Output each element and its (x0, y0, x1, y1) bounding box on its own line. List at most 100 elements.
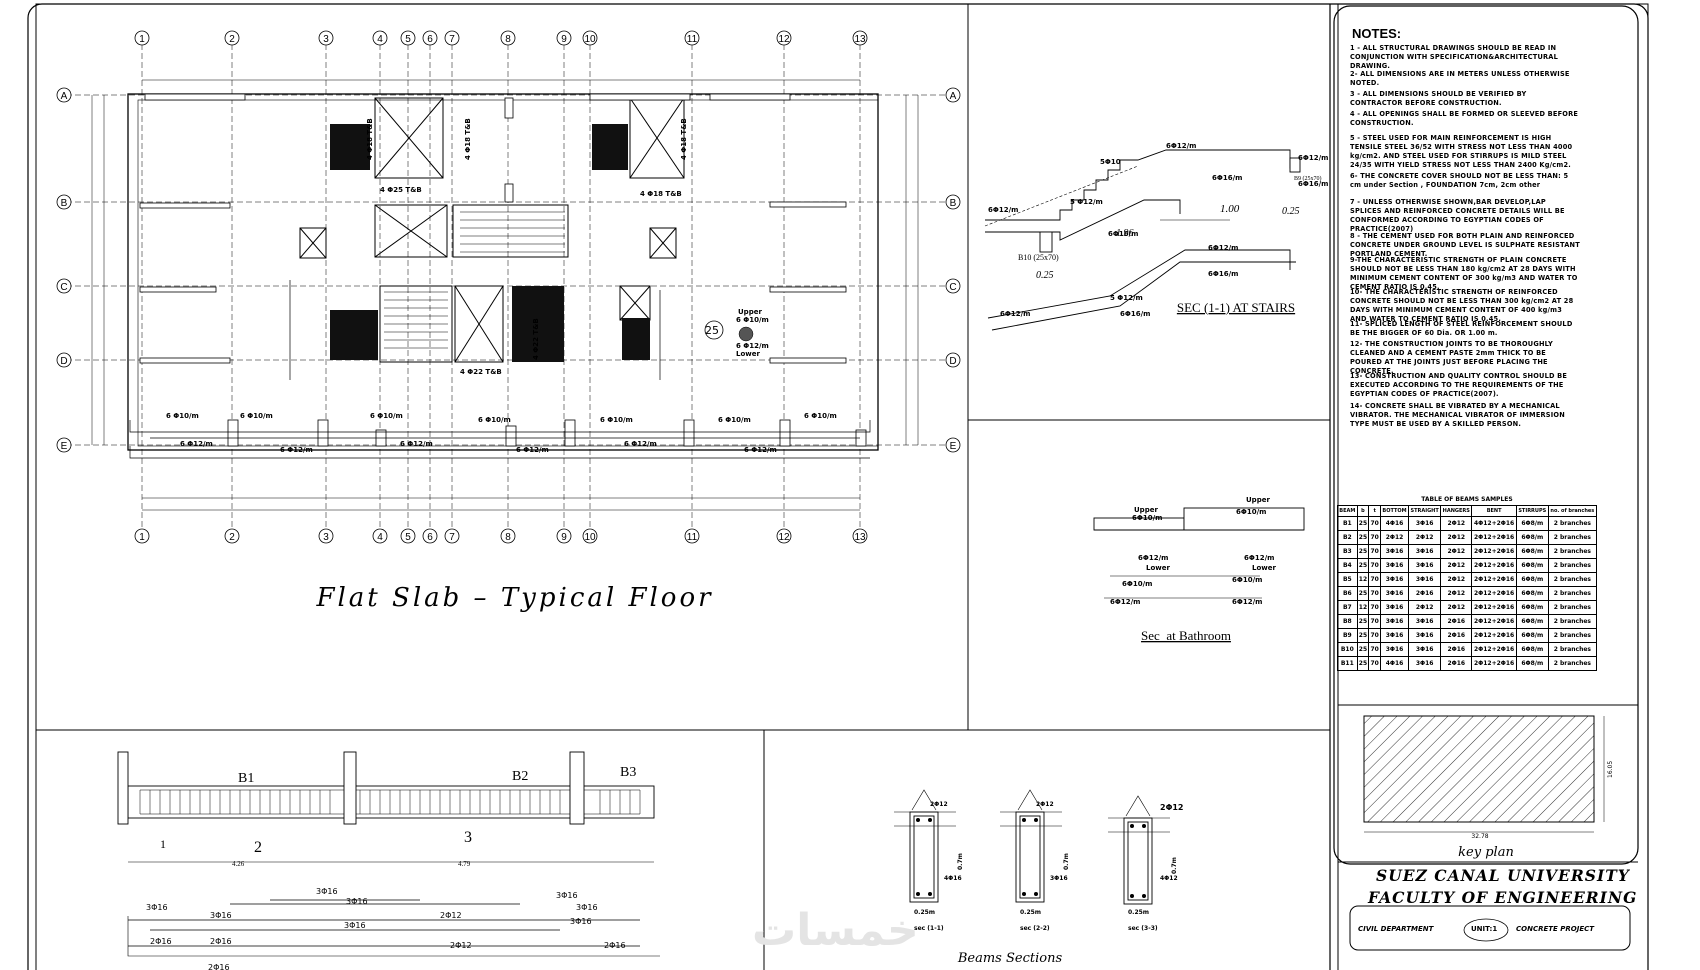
beam-table-cell: 2 branches (1547, 642, 1598, 657)
svg-text:10: 10 (584, 34, 596, 45)
beam-table-cell: 2Φ12+2Φ16 (1471, 558, 1517, 573)
beam-table-cell: 70 (1368, 642, 1381, 657)
svg-text:5: 5 (405, 34, 411, 45)
beam-table-cell: 25 (1356, 558, 1370, 573)
stairs-dim-196: 1.96 (1116, 228, 1134, 239)
beam-table-cell: B10 (1337, 642, 1358, 657)
svg-text:A: A (950, 91, 957, 102)
beam-table-cell: B3 (1337, 544, 1358, 559)
stairs-bar-a2: 6Φ12/m (1298, 154, 1328, 162)
stairs-bar-f2: 6Φ16/m (1208, 270, 1238, 278)
svg-text:6 Φ10/m: 6 Φ10/m (240, 412, 273, 420)
svg-text:6 Φ10/m: 6 Φ10/m (370, 412, 403, 420)
note-item: 5 - STEEL USED FOR MAIN REINFORCEMENT IS… (1350, 134, 1573, 169)
bathroom-section (1093, 507, 1305, 599)
svg-text:Upper: Upper (738, 308, 762, 316)
svg-text:4: 4 (377, 532, 383, 543)
beam-table-cell: 3Φ16 (1379, 558, 1410, 573)
note-item: 10- THE CHARACTERISTIC STRENGTH OF REINF… (1350, 288, 1574, 323)
beam-table-cell: B9 (1337, 628, 1358, 643)
beam-table-cell: B11 (1337, 656, 1358, 671)
bsec-top-1: 2Φ12 (930, 801, 948, 808)
svg-text:3: 3 (323, 532, 329, 543)
beam-sec-3: 3 (464, 829, 472, 846)
svg-text:D: D (60, 356, 67, 367)
bath-upper-bar-2: 6Φ10/m (1236, 508, 1266, 516)
beam-bar-5: 3Φ16 (316, 887, 338, 896)
beam-table-cell: 2 branches (1547, 558, 1598, 573)
svg-text:6 Φ12/m: 6 Φ12/m (624, 440, 657, 448)
note-item: 3 - ALL DIMENSIONS SHOULD BE VERIFIED BY… (1350, 90, 1527, 107)
beam-table-cell: B5 (1337, 572, 1358, 587)
beam-bar-5b: 3Φ16 (346, 897, 368, 906)
beam-b2: B2 (512, 769, 528, 784)
beam-table-cell: 4Φ16 (1379, 656, 1410, 671)
beam-table-cell: 3Φ16 (1379, 642, 1410, 657)
beam-dim-1: 4.26 (232, 860, 245, 868)
svg-text:4 Φ22 T&B: 4 Φ22 T&B (460, 368, 502, 376)
beam-table-cell: 3Φ16 (1379, 586, 1410, 601)
bath-bot-3: 6Φ10/m (1232, 576, 1262, 584)
beam-table-cell: B4 (1337, 558, 1358, 573)
svg-text:6 Φ10/m: 6 Φ10/m (478, 416, 511, 424)
beam-bar-3b: 2Φ16 (210, 937, 232, 946)
beam-table-cell: 2Φ12 (1440, 544, 1473, 559)
beam-table-cell: 2Φ16 (1408, 586, 1442, 601)
beam-sections (894, 789, 1170, 905)
svg-text:12: 12 (778, 34, 790, 45)
beam-label-vert: 4 Φ18 T&B (366, 118, 374, 160)
beam-table-cell: 70 (1368, 530, 1381, 545)
beam-table-header: BEAM b t BOTTOM STRAIGHT HANGERS BENT ST… (1337, 505, 1598, 517)
beam-table-cell: 25 (1356, 642, 1370, 657)
beam-table: TABLE OF BEAMS SAMPLES BEAM b t BOTTOM S… (1337, 494, 1598, 671)
beam-table-cell: 25 (1356, 656, 1370, 671)
beam-table-cell: 2Φ12+2Φ16 (1471, 530, 1517, 545)
bath-lower-2: Lower (1252, 564, 1276, 572)
note-item: 11- SPLICED LENGTH OF STEEL REINFORCEMEN… (1350, 320, 1573, 337)
beam-table-cell: B2 (1337, 530, 1358, 545)
svg-text:13: 13 (854, 532, 866, 543)
note-item: 9-THE CHARACTERISTIC STRENGTH OF PLAIN C… (1350, 256, 1578, 291)
beam-table-cell: 2 branches (1547, 614, 1598, 629)
beam-table-cell: 70 (1368, 600, 1381, 615)
bath-bot-2: 6Φ12/m (1110, 598, 1140, 606)
beam-table-cell: B6 (1337, 586, 1358, 601)
plan-title: Flat Slab – Typical Floor (315, 583, 713, 613)
svg-text:Lower: Lower (736, 350, 760, 358)
svg-text:1: 1 (139, 34, 145, 45)
beam-table-cell: 2 branches (1547, 544, 1598, 559)
key-plan-caption: key plan (1458, 845, 1514, 860)
beam-table-cell: 4Φ12+2Φ16 (1471, 516, 1517, 531)
svg-text:11: 11 (687, 532, 698, 543)
svg-text:4: 4 (377, 34, 383, 45)
key-plan-hatch (1363, 715, 1595, 823)
beam-table-cell: 70 (1368, 614, 1381, 629)
svg-text:1: 1 (139, 532, 145, 543)
beam-table-cell: 25 (1356, 516, 1370, 531)
beam-table-cell: 2 branches (1547, 656, 1598, 671)
bath-bot-1: 6Φ10/m (1122, 580, 1152, 588)
beam-table-cell: 25 (1356, 544, 1370, 559)
beam-table-cell: 3Φ16 (1408, 516, 1442, 531)
beam-table-cell: 2Φ12 (1408, 600, 1442, 615)
beam-table-cell: 2 branches (1547, 600, 1598, 615)
bsec-bot-3: 4Φ12 (1160, 875, 1178, 882)
beam-table-cell: 2Φ16 (1440, 614, 1473, 629)
stairs-b10: B10 (25x70) (1018, 253, 1059, 262)
beam-sections-caption: Beams Sections (957, 951, 1063, 966)
beam-b3: B3 (620, 765, 636, 780)
svg-text:6 Φ10/m: 6 Φ10/m (804, 412, 837, 420)
stairs-bar-f: 6Φ16/m (1108, 230, 1138, 238)
axis-bubbles (56, 30, 961, 544)
beam-table-cell: 25 (1356, 530, 1370, 545)
bsec-s2: sec (2-2) (1020, 925, 1050, 932)
svg-text:8: 8 (505, 34, 511, 45)
beam-label-vert-4: 4 Φ22 T&B (532, 318, 540, 360)
stairs-dim-025a: 0.25 (1036, 270, 1054, 281)
beam-table-cell: 2Φ12+2Φ16 (1471, 600, 1517, 615)
stairs-bar-b: 6Φ16/m (1212, 174, 1242, 182)
beam-table-cell: 3Φ16 (1379, 544, 1410, 559)
